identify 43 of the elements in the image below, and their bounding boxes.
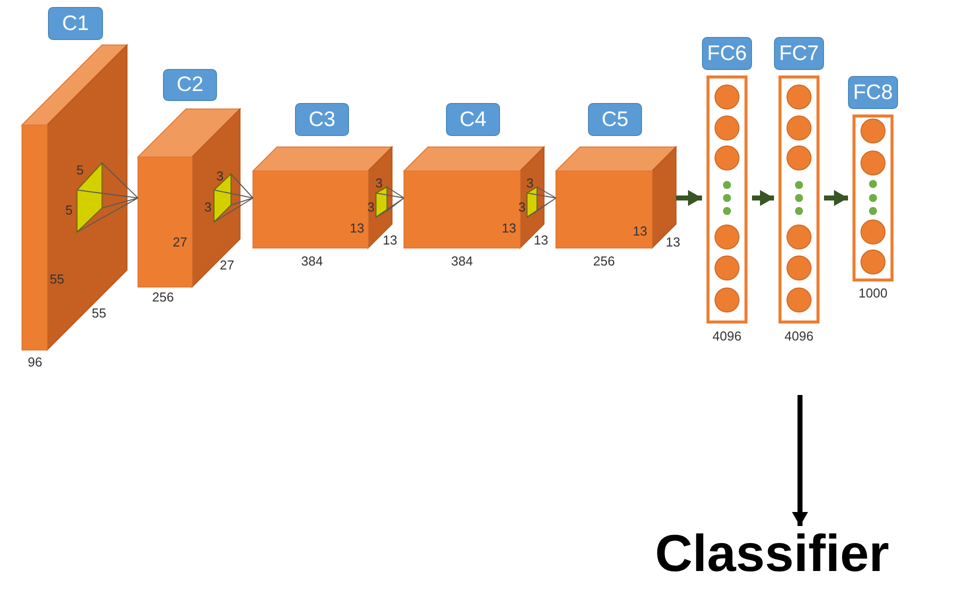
dimension-label: 3 bbox=[204, 200, 212, 214]
receptive-field-lines bbox=[214, 174, 254, 222]
arrow bbox=[792, 395, 808, 526]
heading-text: Classifier bbox=[655, 526, 890, 584]
dimension-label: 3 bbox=[216, 170, 224, 182]
dimension-label: 384 bbox=[301, 254, 323, 268]
dimension-label: 13 bbox=[632, 224, 648, 238]
layer-tag: C3 bbox=[295, 103, 349, 136]
arrow bbox=[752, 190, 774, 206]
dimension-label: 256 bbox=[593, 254, 615, 268]
dimension-label: 55 bbox=[50, 272, 64, 286]
dimension-label: 55 bbox=[92, 306, 106, 320]
dimension-label: 13 bbox=[534, 234, 548, 246]
dimension-label: 27 bbox=[220, 258, 234, 272]
receptive-field-lines bbox=[76, 162, 138, 232]
layer-tag: C1 bbox=[48, 7, 103, 40]
dimension-label: 27 bbox=[172, 236, 188, 248]
dimension-label: 13 bbox=[666, 236, 680, 248]
layer-tag: C5 bbox=[588, 103, 642, 136]
dimension-label: 3 bbox=[526, 176, 534, 190]
layer-tag: FC7 bbox=[774, 37, 824, 70]
dimension-label: 5 bbox=[76, 164, 84, 176]
layer-tag: FC8 bbox=[848, 76, 898, 109]
dimension-label: 13 bbox=[382, 234, 398, 246]
arrow bbox=[676, 190, 702, 206]
layer-tag: FC6 bbox=[702, 37, 752, 70]
dimension-label: 5 bbox=[65, 204, 73, 216]
dimension-label: 384 bbox=[451, 254, 473, 268]
dimension-label: 13 bbox=[350, 222, 364, 234]
dimension-label: 3 bbox=[518, 200, 526, 214]
receptive-field-lines bbox=[526, 186, 556, 218]
arrow bbox=[824, 190, 848, 206]
dimension-label: 96 bbox=[28, 356, 42, 368]
dimension-label: 1000 bbox=[858, 286, 888, 300]
layer-tag: C4 bbox=[446, 103, 500, 136]
dimension-label: 3 bbox=[367, 200, 375, 214]
dimension-label: 3 bbox=[375, 176, 383, 190]
dimension-label: 4096 bbox=[712, 330, 742, 342]
dimension-label: 4096 bbox=[784, 330, 814, 342]
layer-tag: C2 bbox=[163, 69, 217, 101]
receptive-field-lines bbox=[376, 186, 404, 218]
dimension-label: 13 bbox=[502, 222, 516, 234]
dimension-label: 256 bbox=[152, 290, 174, 304]
